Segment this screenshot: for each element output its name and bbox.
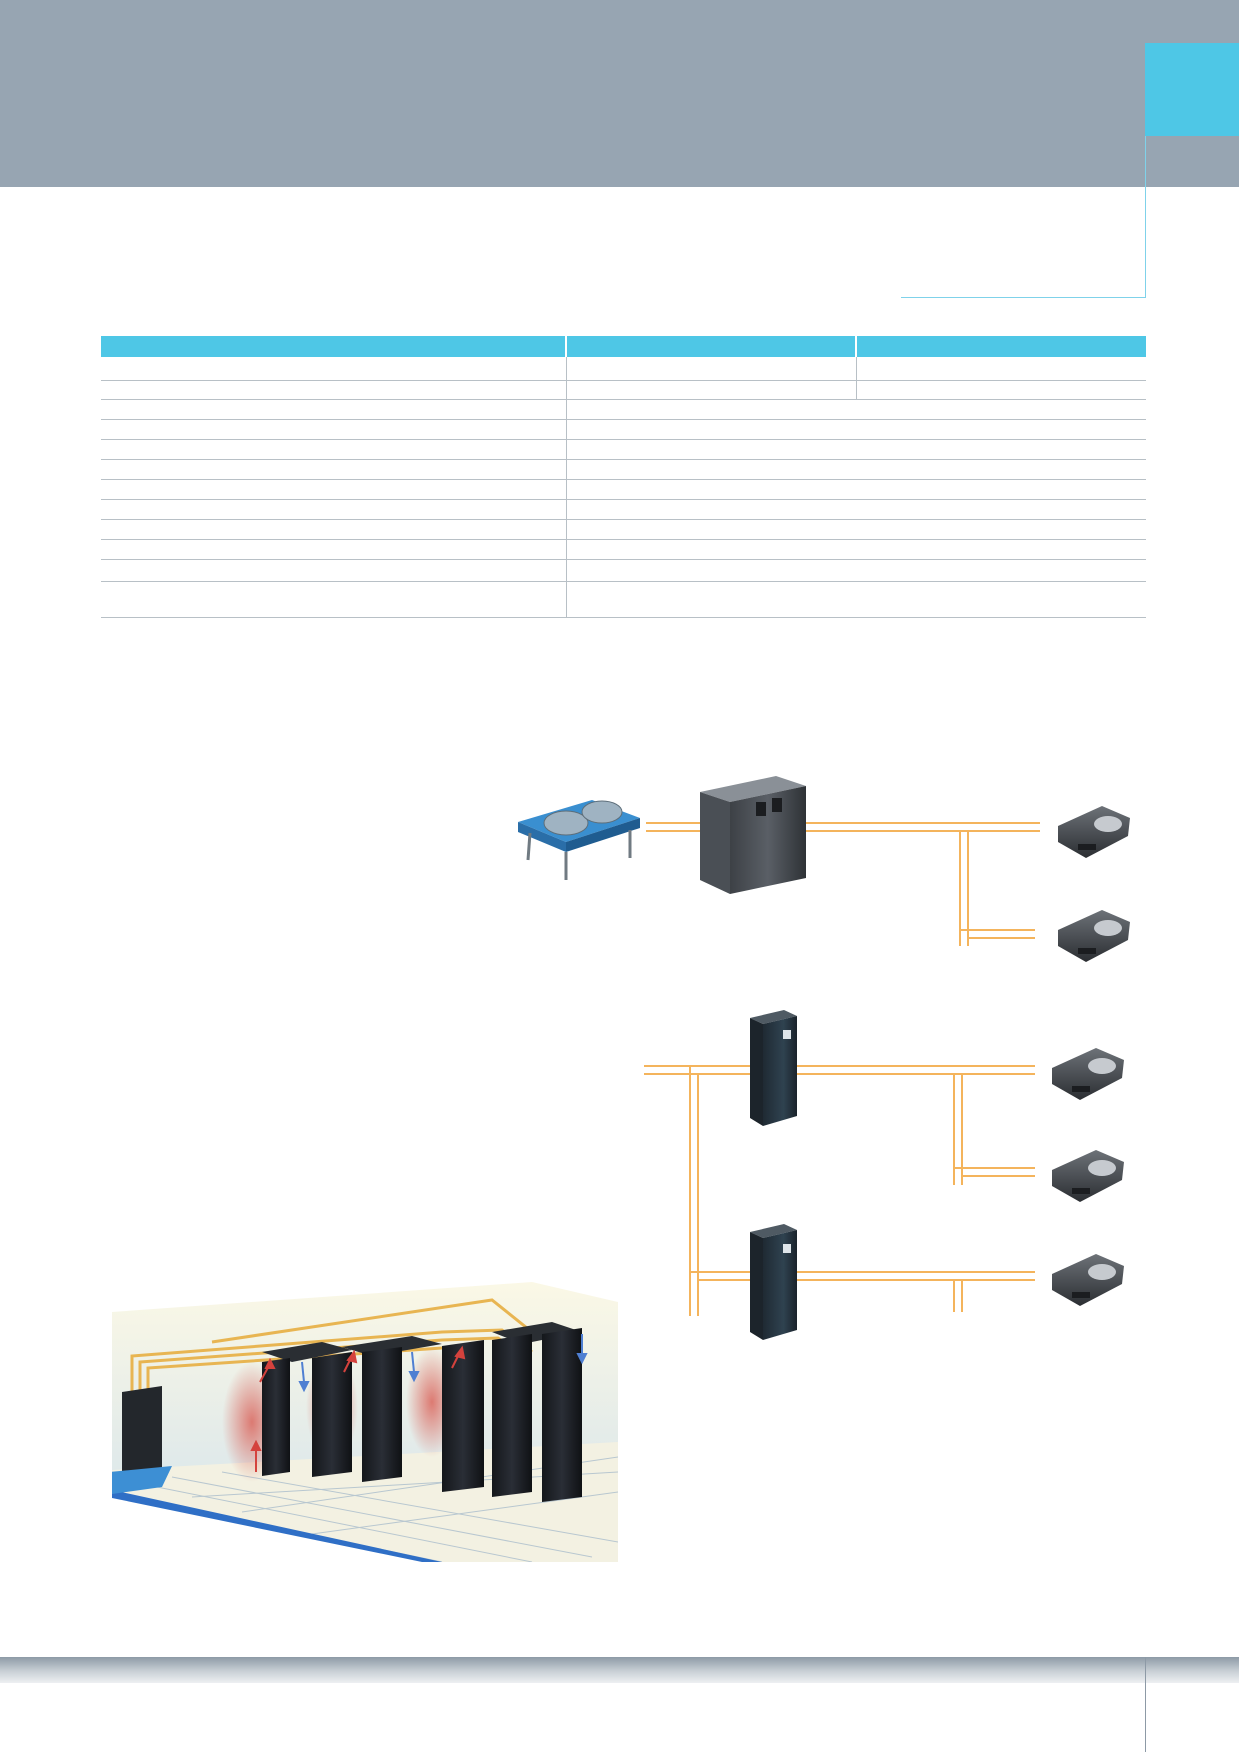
table-row [101,479,1146,480]
table-row [101,399,1146,400]
footer-band [0,1657,1239,1683]
pump-cabinet-icon [750,1224,797,1340]
column-divider [856,357,857,399]
header-divider [565,336,567,357]
ceiling-unit-icon [1058,910,1130,962]
column-divider [566,357,567,618]
header-divider [855,336,857,357]
table-row [101,581,1146,582]
table-row [101,439,1146,440]
table-row [101,617,1146,618]
footer-rule [1145,1657,1146,1752]
table-row [101,559,1146,560]
pump-cabinet-icon [750,1010,797,1126]
ceiling-unit-icon [1058,806,1130,858]
header-band [0,0,1239,187]
title-underline [901,297,1146,298]
spec-table [101,336,1146,618]
table-row [101,459,1146,460]
side-rule [1145,136,1146,298]
table-row [101,519,1146,520]
ceiling-unit-icon [1052,1048,1124,1100]
table-row [101,499,1146,500]
pipes-top [646,822,1040,946]
chiller-cabinet-icon [700,776,806,894]
dry-cooler-icon [518,800,640,880]
table-row [101,539,1146,540]
table-row [101,419,1146,420]
section-tab [1145,43,1239,136]
table-row [101,380,1146,381]
ceiling-unit-icon [1052,1150,1124,1202]
pipes-bottom [644,1065,1035,1316]
spec-table-header [101,336,1146,357]
ceiling-unit-icon [1052,1254,1124,1306]
datacenter-illustration [112,1272,618,1562]
